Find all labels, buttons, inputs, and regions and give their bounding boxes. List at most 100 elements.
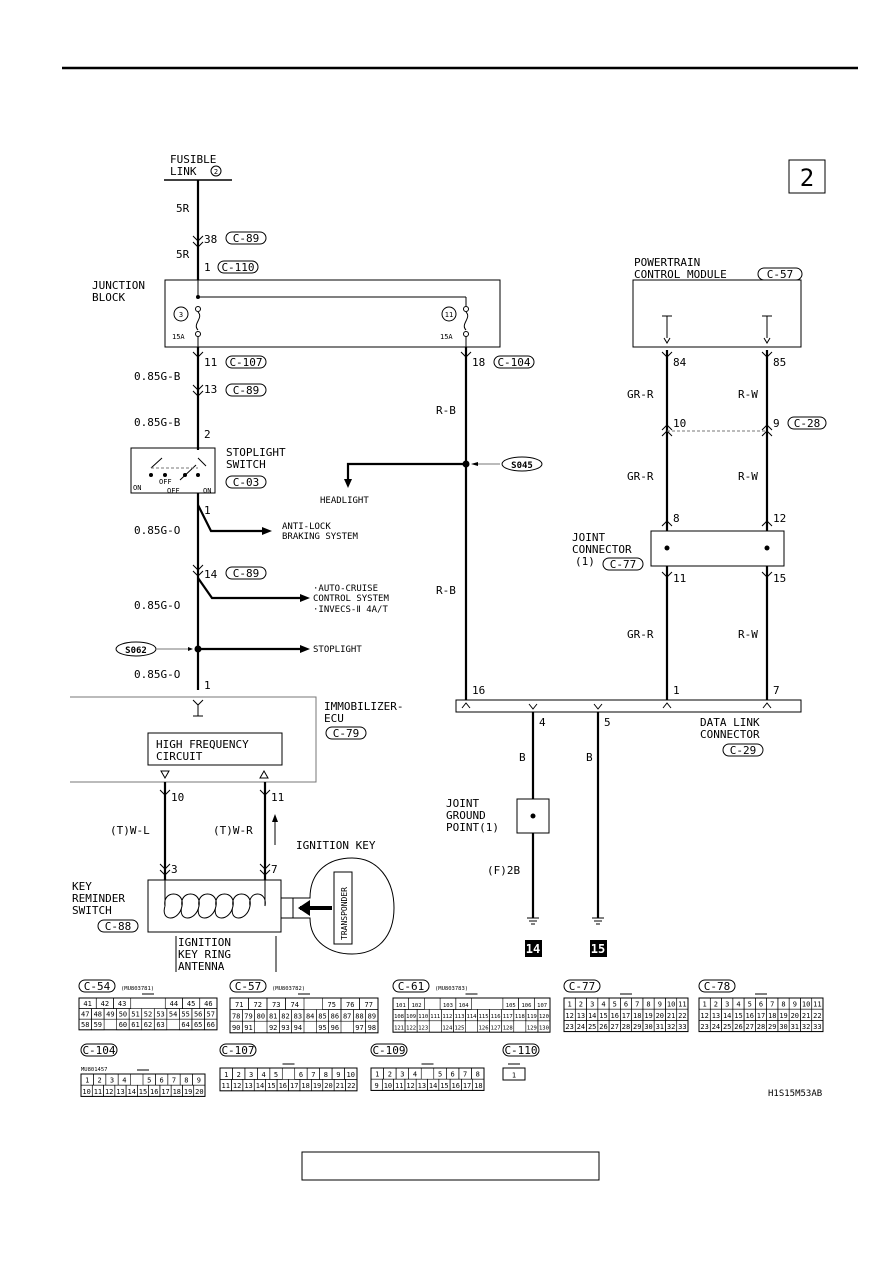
face-pin-c-57: 81 bbox=[269, 1013, 277, 1021]
face-pin-c-78: 10 bbox=[802, 1001, 810, 1009]
stoplight-switch bbox=[130, 447, 216, 494]
face-tag-c-61 bbox=[392, 979, 430, 993]
face-pin-c-54: 51 bbox=[131, 1011, 139, 1019]
face-pin-c-61: 120 bbox=[539, 1014, 549, 1020]
face-pin-c-104: 17 bbox=[161, 1088, 169, 1096]
wire-label-rw-1: R-W bbox=[738, 388, 758, 401]
face-pin-c-77: 1 bbox=[568, 1001, 572, 1009]
face-pin-c-54: 65 bbox=[194, 1021, 202, 1029]
face-pin-c-77: 15 bbox=[599, 1012, 607, 1020]
face-pin-c-107: 8 bbox=[324, 1071, 328, 1079]
ignition-key bbox=[292, 857, 395, 955]
face-tag-text-c-104: C-104 bbox=[82, 1044, 115, 1057]
wire-label-085gb-1: 0.85G-B bbox=[134, 370, 181, 383]
pin-18: 18 bbox=[472, 356, 485, 369]
face-pin-c-109: 2 bbox=[388, 1071, 392, 1079]
wire-label-grr-3: GR-R bbox=[627, 628, 654, 641]
face-pin-c-77: 27 bbox=[611, 1023, 619, 1031]
face-pin-c-61: 125 bbox=[454, 1026, 464, 1032]
face-pin-c-104: 6 bbox=[159, 1077, 163, 1085]
face-pin-c-61: 122 bbox=[406, 1026, 416, 1032]
pin-4: 4 bbox=[539, 716, 546, 729]
face-tag-text-c-109: C-109 bbox=[372, 1044, 405, 1057]
face-pin-c-77: 19 bbox=[644, 1012, 652, 1020]
face-cell-c-104 bbox=[193, 1084, 206, 1097]
face-part-c-54: (MU803781) bbox=[121, 986, 154, 992]
face-pin-c-54: 50 bbox=[119, 1011, 127, 1019]
face-pin-c-109: 13 bbox=[418, 1082, 426, 1090]
face-pin-c-61: 113 bbox=[454, 1014, 464, 1020]
immobilizer-label-2: ECU bbox=[324, 712, 344, 725]
face-pin-c-78: 21 bbox=[802, 1012, 810, 1020]
face-pin-c-78: 33 bbox=[813, 1023, 821, 1031]
face-pin-c-107: 16 bbox=[279, 1082, 287, 1090]
face-pin-c-77: 11 bbox=[678, 1001, 686, 1009]
face-pin-c-104: 16 bbox=[150, 1088, 158, 1096]
face-pin-c-61: 106 bbox=[521, 1003, 531, 1009]
face-pin-c-54: 61 bbox=[131, 1021, 139, 1029]
face-pin-c-54: 43 bbox=[118, 1000, 126, 1008]
face-pin-c-57: 88 bbox=[355, 1013, 363, 1021]
face-pin-c-104: 20 bbox=[195, 1088, 203, 1096]
face-pin-c-77: 23 bbox=[565, 1023, 573, 1031]
face-pin-c-107: 3 bbox=[249, 1071, 253, 1079]
ignition-key-label: IGNITION KEY bbox=[296, 839, 376, 852]
face-pin-c-109: 3 bbox=[400, 1071, 404, 1079]
face-pin-c-109: 11 bbox=[395, 1082, 403, 1090]
pin-13: 13 bbox=[204, 383, 217, 396]
wire-label-rb-2: R-B bbox=[436, 584, 456, 597]
key-reminder-label-2: REMINDER bbox=[72, 892, 125, 905]
wire-label-rb-1: R-B bbox=[436, 404, 456, 417]
pin-14: 14 bbox=[204, 568, 218, 581]
face-pin-c-78: 1 bbox=[703, 1001, 707, 1009]
pin-84: 84 bbox=[673, 356, 687, 369]
face-pin-c-78: 24 bbox=[712, 1023, 720, 1031]
switch-on-left: ON bbox=[133, 484, 141, 492]
tag-c29: C-29 bbox=[730, 744, 757, 757]
wire-label-b-1: B bbox=[519, 751, 526, 764]
tag-c03: C-03 bbox=[233, 476, 260, 489]
fusible-link-number: 2 bbox=[214, 168, 218, 176]
tag-c89-a bbox=[225, 231, 267, 245]
face-pin-c-107: 11 bbox=[221, 1082, 229, 1090]
face-pin-c-78: 8 bbox=[781, 1001, 785, 1009]
stoplight-switch-label-1: STOPLIGHT bbox=[226, 446, 286, 459]
face-pin-c-77: 17 bbox=[622, 1012, 630, 1020]
face-pin-c-57: 73 bbox=[272, 1001, 280, 1009]
face-pin-c-54: 42 bbox=[101, 1000, 109, 1008]
face-cell-c-61 bbox=[453, 1020, 466, 1033]
face-pin-c-54: 45 bbox=[187, 1000, 195, 1008]
face-pin-c-57: 97 bbox=[355, 1024, 363, 1032]
junction-block bbox=[164, 279, 501, 348]
face-pin-c-107: 22 bbox=[347, 1082, 355, 1090]
data-link-label-1: DATA LINK bbox=[700, 716, 760, 729]
face-cell-c-61 bbox=[416, 1020, 430, 1033]
pin-8: 8 bbox=[673, 512, 680, 525]
face-pin-c-107: 6 bbox=[299, 1071, 303, 1079]
face-pin-c-77: 28 bbox=[622, 1023, 630, 1031]
switch-off-1: OFF bbox=[159, 478, 172, 486]
fuse-11-number: 11 bbox=[445, 311, 453, 319]
face-pin-c-107: 7 bbox=[311, 1071, 315, 1079]
face-pin-c-78: 13 bbox=[712, 1012, 720, 1020]
face-pin-c-61: 127 bbox=[491, 1026, 501, 1032]
wire-label-rw-2: R-W bbox=[738, 470, 758, 483]
fusible-link-label-2: LINK bbox=[170, 165, 197, 178]
face-tag-c-110 bbox=[502, 1043, 540, 1057]
face-pin-c-61: 102 bbox=[412, 1003, 422, 1009]
face-pin-c-61: 114 bbox=[467, 1014, 478, 1020]
face-pin-c-109: 15 bbox=[440, 1082, 448, 1090]
face-pin-c-54: 41 bbox=[83, 1000, 91, 1008]
face-cell-c-54 bbox=[153, 1018, 168, 1031]
wire-label-rw-3: R-W bbox=[738, 628, 758, 641]
face-tag-c-104 bbox=[80, 1043, 118, 1057]
pcm-label-2: CONTROL MODULE bbox=[634, 268, 727, 281]
face-pin-c-104: 4 bbox=[122, 1077, 126, 1085]
face-pin-c-57: 94 bbox=[294, 1024, 302, 1032]
face-pin-c-78: 29 bbox=[768, 1023, 776, 1031]
face-tag-text-c-57: C-57 bbox=[235, 980, 262, 993]
face-pin-c-61: 112 bbox=[442, 1014, 452, 1020]
face-pin-c-78: 28 bbox=[757, 1023, 765, 1031]
face-pin-c-61: 118 bbox=[515, 1014, 525, 1020]
pin-12: 12 bbox=[773, 512, 786, 525]
